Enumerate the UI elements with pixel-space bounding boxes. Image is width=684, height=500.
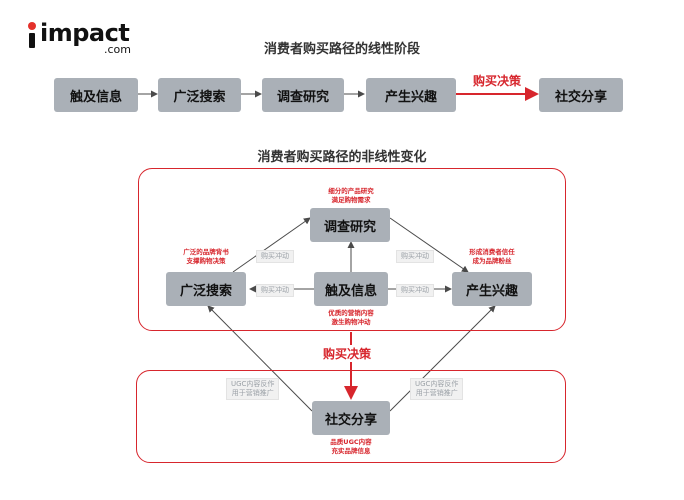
logo-domain: .com (104, 43, 131, 56)
touch-note-line1: 优质的营销内容 (328, 309, 374, 317)
linear-step-search: 广泛搜索 (158, 78, 241, 112)
logo-stem (29, 33, 35, 48)
ugc-label-right: UGC内容反作 用于营销推广 (410, 378, 464, 400)
arrow-research-to-interest (389, 217, 469, 273)
interest-note: 形成消费者信任 成为品牌粉丝 (452, 248, 532, 266)
search-note-line2: 支撑购物决策 (186, 257, 226, 265)
logo-dot (28, 22, 36, 30)
research-note: 细分的产品研究 满足购物需求 (316, 187, 386, 205)
nonlinear-decision-label: 购买决策 (320, 345, 375, 362)
ugc-left-line2: 用于营销推广 (231, 389, 274, 397)
upper-frame (138, 168, 566, 331)
linear-decision-label: 购买决策 (470, 72, 525, 89)
search-note: 广泛的品牌背书 支撑购物决策 (166, 248, 246, 266)
research-note-line2: 满足购物需求 (331, 196, 371, 204)
logo-brand: impact (40, 19, 130, 47)
arrow-share-to-interest (389, 305, 496, 412)
ugc-label-left: UGC内容反作 用于营销推广 (226, 378, 280, 400)
impulse-label-upper-right: 购买冲动 (396, 250, 434, 263)
ugc-right-line2: 用于营销推广 (415, 389, 458, 397)
touch-note: 优质的营销内容 激生购物冲动 (316, 309, 386, 327)
ugc-right-line1: UGC内容反作 (415, 380, 459, 388)
arrow-share-to-search (207, 305, 313, 412)
node-research: 调查研究 (310, 208, 390, 242)
interest-note-line1: 形成消费者信任 (469, 248, 515, 256)
node-interest: 产生兴趣 (452, 272, 532, 306)
linear-step-touch: 触及信息 (54, 78, 138, 112)
linear-step-share: 社交分享 (539, 78, 623, 112)
linear-title: 消费者购买路径的线性阶段 (263, 42, 420, 57)
node-share: 社交分享 (312, 401, 390, 435)
impulse-label-upper-left: 购买冲动 (256, 250, 294, 263)
impulse-label-lower-left: 购买冲动 (256, 284, 294, 297)
linear-step-research: 调查研究 (262, 78, 344, 112)
linear-step-interest: 产生兴趣 (366, 78, 456, 112)
search-note-line1: 广泛的品牌背书 (183, 248, 229, 256)
share-note-line2: 充实品牌信息 (331, 447, 371, 455)
share-note-line1: 品质UGC内容 (330, 438, 372, 446)
node-touch: 触及信息 (314, 272, 388, 306)
research-note-line1: 细分的产品研究 (328, 187, 374, 195)
lower-frame (136, 370, 566, 463)
impulse-label-lower-right: 购买冲动 (396, 284, 434, 297)
node-search: 广泛搜索 (166, 272, 246, 306)
arrow-search-to-research (232, 217, 311, 273)
nonlinear-title: 消费者购买路径的非线性变化 (257, 150, 427, 165)
ugc-left-line1: UGC内容反作 (231, 380, 275, 388)
touch-note-line2: 激生购物冲动 (331, 318, 371, 326)
share-note: 品质UGC内容 充实品牌信息 (316, 438, 386, 456)
interest-note-line2: 成为品牌粉丝 (472, 257, 512, 265)
